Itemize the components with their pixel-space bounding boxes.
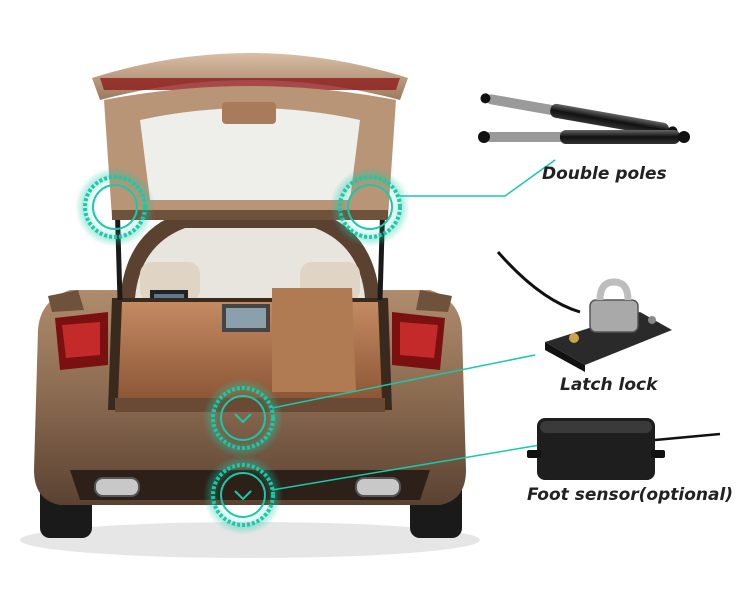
highlight-ring-icon [75, 167, 155, 247]
label-double-poles: Double poles [542, 164, 667, 184]
label-latch-lock: Latch lock [560, 375, 658, 395]
double-poles-icon [478, 93, 690, 144]
highlight-ring-icon [203, 378, 283, 458]
foot-sensor-icon [527, 418, 721, 480]
highlight-rings [75, 167, 410, 535]
highlight-ring-icon [330, 167, 410, 247]
highlight-ring-icon [203, 455, 283, 535]
label-foot-sensor: Foot sensor(optional) [527, 485, 734, 505]
connector-lines [271, 159, 556, 491]
latch-lock-icon [496, 251, 672, 372]
